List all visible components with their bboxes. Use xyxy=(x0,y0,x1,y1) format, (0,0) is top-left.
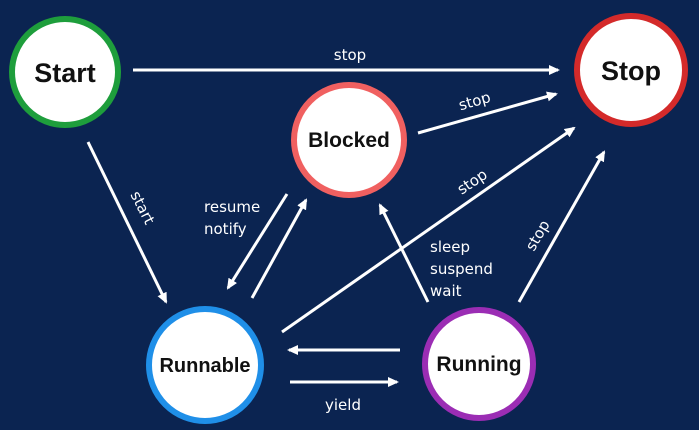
state-runnable-label: Runnable xyxy=(159,355,250,377)
edge-running-to-blocked xyxy=(378,203,430,303)
label-yield: yield xyxy=(325,396,361,414)
state-running-label: Running xyxy=(436,353,521,376)
edge-blocked-to-runnable xyxy=(226,193,289,290)
label-sleep: sleep xyxy=(430,238,470,256)
state-runnable: Runnable xyxy=(146,306,264,424)
label-runnable-to-stop: stop xyxy=(454,165,491,198)
state-blocked: Blocked xyxy=(291,82,407,198)
state-stop-circle xyxy=(574,13,688,127)
label-wait: wait xyxy=(430,282,462,300)
state-stop-label: Stop xyxy=(601,56,661,86)
state-blocked-circle xyxy=(291,82,407,198)
state-start-circle xyxy=(9,16,121,128)
state-runnable-circle xyxy=(146,306,264,424)
label-blocked-to-stop: stop xyxy=(457,88,493,114)
label-start-to-stop: stop xyxy=(334,46,366,64)
label-suspend: suspend xyxy=(430,260,493,278)
edge-blocked-to-stop xyxy=(417,91,558,135)
edge-runnable-to-blocked xyxy=(250,198,308,299)
edge-start-to-runnable xyxy=(86,141,168,304)
state-stop: Stop xyxy=(574,13,688,127)
edge-runnable-to-stop xyxy=(281,126,576,334)
state-running-circle xyxy=(422,307,536,421)
state-blocked-label: Blocked xyxy=(308,129,390,152)
label-start-to-runnable: start xyxy=(127,188,159,227)
state-running: Running xyxy=(422,307,536,421)
edge-running-to-stop xyxy=(517,150,606,303)
state-start-label: Start xyxy=(34,58,96,88)
label-notify: notify xyxy=(204,220,247,238)
label-resume: resume xyxy=(204,198,260,216)
state-start: Start xyxy=(9,16,121,128)
